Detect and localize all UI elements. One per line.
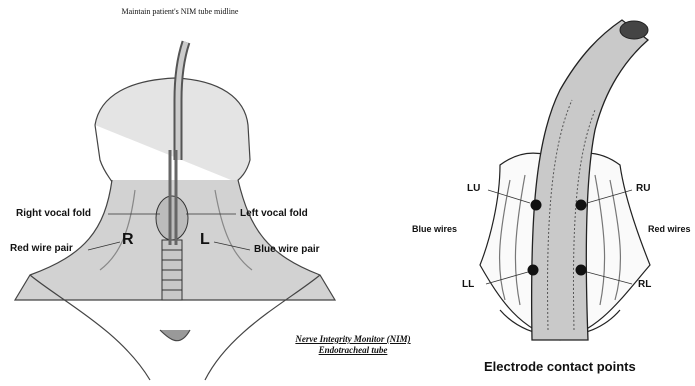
label-lu: LU xyxy=(467,183,480,194)
label-side-l: L xyxy=(200,231,210,249)
label-ru: RU xyxy=(636,183,650,194)
label-rl: RL xyxy=(638,279,651,290)
label-red-wires: Red wires xyxy=(648,224,691,234)
top-note: Maintain patient's NIM tube midline xyxy=(0,7,360,16)
label-ll: LL xyxy=(462,279,474,290)
nim-caption: Nerve Integrity Monitor (NIM) Endotrache… xyxy=(268,334,438,356)
label-blue-wires: Blue wires xyxy=(412,224,457,234)
label-left-vocal-fold: Left vocal fold xyxy=(240,208,308,219)
nim-caption-line1: Nerve Integrity Monitor (NIM) xyxy=(268,334,438,345)
nim-caption-line2: Endotracheal tube xyxy=(268,345,438,356)
electrode-caption: Electrode contact points xyxy=(484,359,636,374)
label-blue-wire-pair: Blue wire pair xyxy=(254,244,320,255)
label-red-wire-pair: Red wire pair xyxy=(10,243,73,254)
label-side-r: R xyxy=(122,231,134,249)
label-right-vocal-fold: Right vocal fold xyxy=(16,208,91,219)
